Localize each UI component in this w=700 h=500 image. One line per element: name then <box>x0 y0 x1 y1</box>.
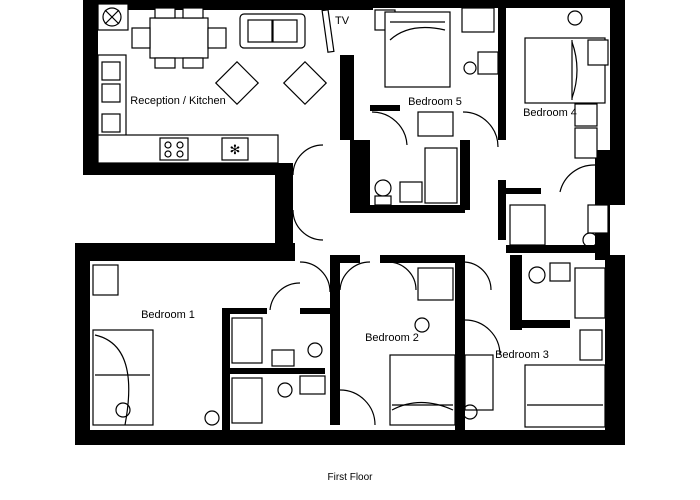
tv-label: TV <box>335 15 350 27</box>
svg-text:✻: ✻ <box>230 142 241 157</box>
bedroom-3-furniture <box>462 262 606 428</box>
room-label-bedroom-4: Bedroom 4 <box>523 107 577 119</box>
bedroom-5-furniture <box>371 7 499 206</box>
room-label-reception-kitchen: Reception / Kitchen <box>130 95 225 107</box>
corridor-doors <box>292 144 492 293</box>
floor-caption: First Floor <box>327 472 373 483</box>
room-label-bedroom-2: Bedroom 2 <box>365 332 419 344</box>
room-label-bedroom-3: Bedroom 3 <box>495 349 549 361</box>
reception-furniture: ✻ <box>97 3 335 164</box>
bedroom-1-furniture <box>92 264 376 426</box>
room-label-bedroom-5: Bedroom 5 <box>408 96 462 108</box>
bedroom-4-furniture <box>509 10 609 248</box>
room-label-bedroom-1: Bedroom 1 <box>141 309 195 321</box>
bedroom-2-furniture <box>339 261 456 426</box>
